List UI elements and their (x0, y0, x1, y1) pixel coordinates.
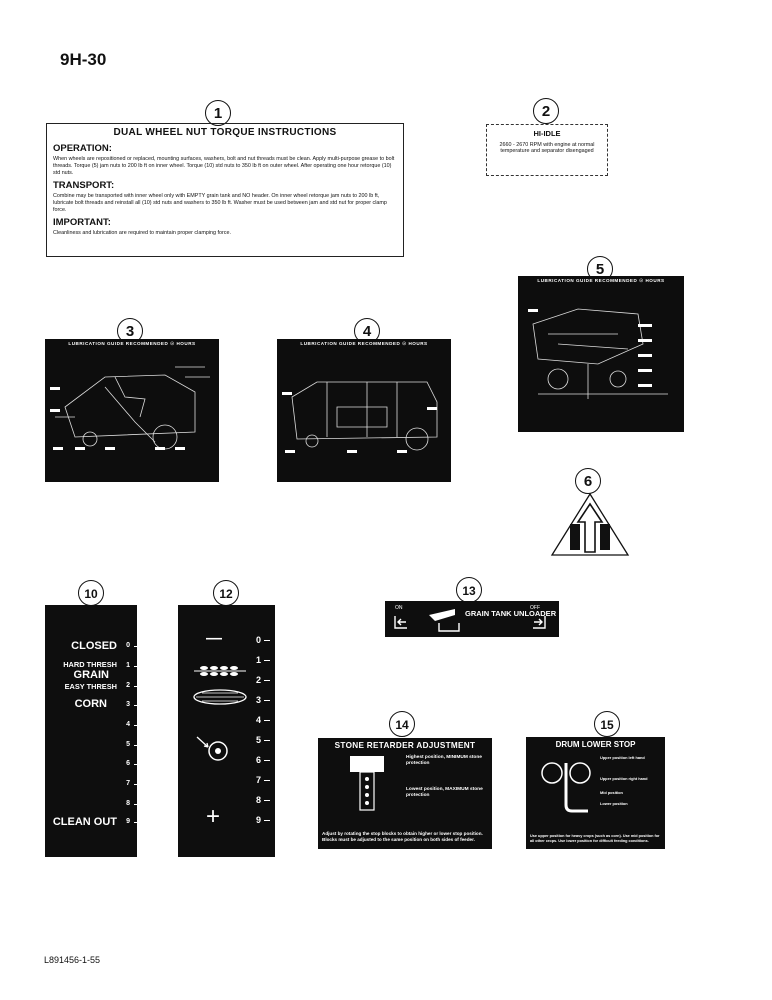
setting-3: 3 (126, 701, 140, 708)
lube-guide-header: LUBRICATION GUIDE RECOMMENDED ☉ HOURS (300, 341, 428, 346)
combine-diagram-icon (528, 308, 668, 399)
combine-diagram-icon (50, 366, 210, 450)
hi-idle-text: 2660 - 2670 RPM with engine at normal te… (499, 142, 595, 154)
setting-3: 3 (255, 695, 271, 705)
callout-1: 1 (205, 100, 231, 126)
hi-idle-decal: HI-IDLE 2660 - 2670 RPM with engine at n… (486, 124, 608, 176)
lube-guide-header: LUBRICATION GUIDE RECOMMENDED ☉ HOURS (537, 278, 665, 283)
lowest-position-text: Lowest position, MAXIMUM stone protectio… (406, 787, 483, 798)
minus-symbol: — (206, 630, 222, 647)
lube-guide-header: LUBRICATION GUIDE RECOMMENDED ☉ HOURS (68, 341, 196, 346)
label-corn: CORN (74, 698, 107, 710)
lower-position: Lower position (600, 801, 628, 806)
lubrication-guide-4: LUBRICATION GUIDE RECOMMENDED ☉ HOURS (277, 339, 451, 482)
drum-lower-stop-decal: DRUM LOWER STOP Upper position left hand… (526, 737, 665, 849)
callout-12: 12 (213, 580, 239, 606)
operation-heading: OPERATION: (53, 142, 112, 154)
setting-5: 5 (255, 735, 271, 745)
setting-7: 7 (255, 775, 271, 785)
callout-15: 15 (594, 711, 620, 737)
stone-retarder-footer: Adjust by rotating the stop blocks to ob… (322, 831, 483, 843)
unloader-title: GRAIN TANK UNLOADER (465, 609, 557, 618)
setting-8: 8 (255, 795, 271, 805)
hi-idle-title: HI-IDLE (533, 129, 561, 138)
concave-setting-decal: CLOSED HARD THRESH GRAIN EASY THRESH COR… (45, 605, 140, 857)
callout-14: 14 (389, 711, 415, 737)
rotor-speed-icon (196, 736, 228, 761)
important-heading: IMPORTANT: (53, 216, 111, 228)
footer-code: L891456-1-55 (44, 955, 101, 965)
combine-diagram-icon (282, 381, 438, 453)
setting-6: 6 (126, 760, 140, 767)
small-grain-icon (194, 666, 246, 676)
corn-icon (193, 689, 247, 705)
callout-10: 10 (78, 580, 104, 606)
important-text: Cleanliness and lubrication are required… (53, 229, 231, 236)
setting-2: 2 (126, 682, 140, 689)
setting-8: 8 (126, 800, 140, 807)
setting-5: 5 (126, 741, 140, 748)
setting-9: 9 (255, 815, 271, 825)
setting-4: 4 (255, 715, 271, 725)
setting-0: 0 (126, 642, 140, 649)
setting-6: 6 (255, 755, 271, 765)
drum-lower-stop-footer: Use upper position for heavy crops (such… (530, 834, 660, 844)
transport-text: Combine may be transported with inner wh… (53, 192, 387, 213)
off-label: OFF (530, 605, 540, 611)
label-grain: GRAIN (73, 669, 109, 681)
setting-7: 7 (126, 780, 140, 787)
on-label: ON (395, 605, 403, 611)
auger-icon (429, 609, 460, 632)
operation-text: When wheels are repositioned or replaced… (53, 155, 395, 176)
label-clean-out: CLEAN OUT (52, 816, 117, 828)
mid-position: Mid position (600, 790, 623, 795)
on-arrow-icon (394, 616, 407, 629)
callout-13: 13 (456, 577, 482, 603)
plus-symbol: + (206, 803, 221, 830)
setting-1: 1 (126, 662, 140, 669)
decal-title: DUAL WHEEL NUT TORQUE INSTRUCTIONS (113, 127, 337, 138)
stone-retarder-decal: STONE RETARDER ADJUSTMENT Highest positi… (318, 738, 492, 849)
highest-position-text: Highest position, MINIMUM stone protecti… (406, 755, 482, 766)
setting-2: 2 (255, 675, 271, 685)
setting-4: 4 (126, 721, 140, 728)
stop-block-diagram-icon (350, 756, 384, 811)
stone-retarder-title: STONE RETARDER ADJUSTMENT (334, 741, 476, 750)
setting-1: 1 (255, 655, 271, 665)
callout-6: 6 (575, 468, 601, 494)
upper-right-position: Upper position right hand (600, 776, 648, 781)
lubrication-guide-5: LUBRICATION GUIDE RECOMMENDED ☉ HOURS (518, 276, 684, 432)
label-hard-thresh: HARD THRESH (63, 660, 117, 669)
drum-stop-diagram-icon (541, 762, 591, 813)
label-easy-thresh: EASY THRESH (64, 682, 117, 691)
crush-hazard-triangle-icon (550, 492, 630, 556)
grain-tank-unloader-decal: ON OFF GRAIN TANK UNLOADER (385, 601, 559, 637)
upper-left-position: Upper position left hand (600, 755, 645, 760)
dual-wheel-nut-torque-decal: DUAL WHEEL NUT TORQUE INSTRUCTIONS OPERA… (46, 123, 404, 257)
crop-setting-decal: — + 0 1 2 3 4 5 6 7 8 9 (178, 605, 275, 857)
label-closed: CLOSED (71, 640, 117, 652)
drum-lower-stop-title: DRUM LOWER STOP (555, 740, 636, 749)
page-number: 9H-30 (60, 50, 107, 69)
setting-0: 0 (255, 635, 271, 645)
lubrication-guide-3: LUBRICATION GUIDE RECOMMENDED ☉ HOURS (45, 339, 219, 482)
callout-2: 2 (533, 98, 559, 124)
off-arrow-icon (533, 616, 546, 629)
transport-heading: TRANSPORT: (53, 179, 115, 191)
setting-9: 9 (126, 818, 140, 825)
